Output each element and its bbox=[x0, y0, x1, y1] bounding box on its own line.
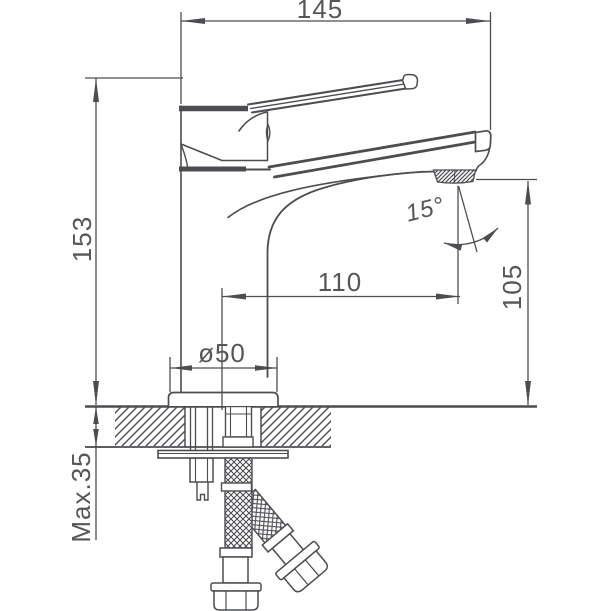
label-max-counter-thickness: Max.35 bbox=[66, 451, 96, 542]
base-flange bbox=[167, 391, 279, 407]
label-base-diameter: ø50 bbox=[198, 338, 246, 368]
faucet bbox=[167, 73, 492, 407]
spout bbox=[227, 129, 492, 378]
dim-arrow bbox=[93, 381, 99, 405]
spout-end-cap bbox=[474, 129, 492, 153]
vertical-hose-braid-mesh bbox=[225, 456, 252, 548]
dim-arrow bbox=[466, 18, 490, 24]
vertical-hose-mid-collar bbox=[220, 482, 253, 492]
vertical-hose-collar bbox=[219, 547, 253, 558]
fitting-inner-lines bbox=[225, 406, 252, 437]
handle-mid-edge bbox=[249, 83, 406, 110]
body-notch bbox=[221, 111, 269, 162]
dim-arrow bbox=[93, 407, 99, 424]
spout-contour-line bbox=[227, 170, 425, 219]
vertical-hose-nut-lip bbox=[210, 582, 262, 592]
dim-arrow bbox=[170, 365, 192, 371]
vertical-hose-tube bbox=[222, 556, 249, 584]
body-wedge-edge bbox=[180, 143, 223, 162]
vertical-hose-nut bbox=[213, 590, 259, 611]
label-outlet-height: 105 bbox=[497, 264, 527, 310]
mounting-stud bbox=[189, 406, 214, 501]
dim-arrow bbox=[222, 293, 246, 300]
dimension-arrows bbox=[93, 18, 531, 446]
fitting-body bbox=[224, 405, 253, 438]
washer-plate-body bbox=[157, 449, 289, 459]
countertop-hatch-left bbox=[115, 407, 185, 446]
label-spout-reach: 110 bbox=[318, 267, 362, 297]
dim-arrow bbox=[93, 78, 99, 102]
label-spout-angle: 15° bbox=[403, 192, 448, 228]
handle-front-curve bbox=[238, 111, 268, 132]
handle-tip-cap bbox=[401, 73, 419, 90]
stud-nut-facets bbox=[194, 458, 209, 482]
stud-nut bbox=[189, 457, 214, 483]
spout-top-upper-edge bbox=[267, 130, 477, 169]
washer-plate bbox=[157, 449, 289, 459]
stud-tip bbox=[196, 482, 209, 501]
hose-fitting-in-hole bbox=[222, 405, 254, 448]
dim-arrow bbox=[444, 243, 463, 251]
fitting-nut bbox=[222, 436, 254, 448]
diagonal-hose-nut-facets bbox=[294, 559, 320, 586]
dim-arrow bbox=[93, 429, 99, 446]
countertop bbox=[85, 405, 537, 448]
cartridge-lens bbox=[265, 122, 271, 143]
dimension-labels: 145 153 110 105 15° ø50 Max.35 bbox=[66, 0, 527, 543]
vertical-hose-nut-facets bbox=[225, 591, 247, 610]
handle-lever bbox=[238, 73, 419, 143]
outlet-angle-line bbox=[457, 185, 478, 253]
aerator-division bbox=[453, 169, 456, 184]
dimension-lines bbox=[85, 12, 537, 540]
dim-arrow bbox=[482, 228, 498, 243]
dim-arrow bbox=[525, 381, 531, 405]
body-left-curve bbox=[180, 143, 189, 168]
label-top-width: 145 bbox=[297, 0, 343, 24]
dim-arrow bbox=[436, 293, 460, 300]
handle-top-edge bbox=[247, 79, 404, 106]
handle-bottom-edge bbox=[251, 87, 407, 114]
spout-top-lower-edge bbox=[273, 140, 477, 179]
stud-thread-lines bbox=[189, 406, 214, 450]
dim-arrow bbox=[525, 180, 531, 205]
label-left-height: 153 bbox=[67, 216, 97, 262]
diagonal-hose-nut bbox=[282, 549, 329, 593]
dim-arrow bbox=[181, 18, 205, 24]
flex-hose-vertical bbox=[210, 455, 262, 611]
spout-front-edge bbox=[475, 146, 491, 172]
under-counter-assembly bbox=[157, 405, 329, 611]
dim-arrow bbox=[255, 365, 277, 371]
countertop-hatch-right bbox=[261, 407, 331, 446]
